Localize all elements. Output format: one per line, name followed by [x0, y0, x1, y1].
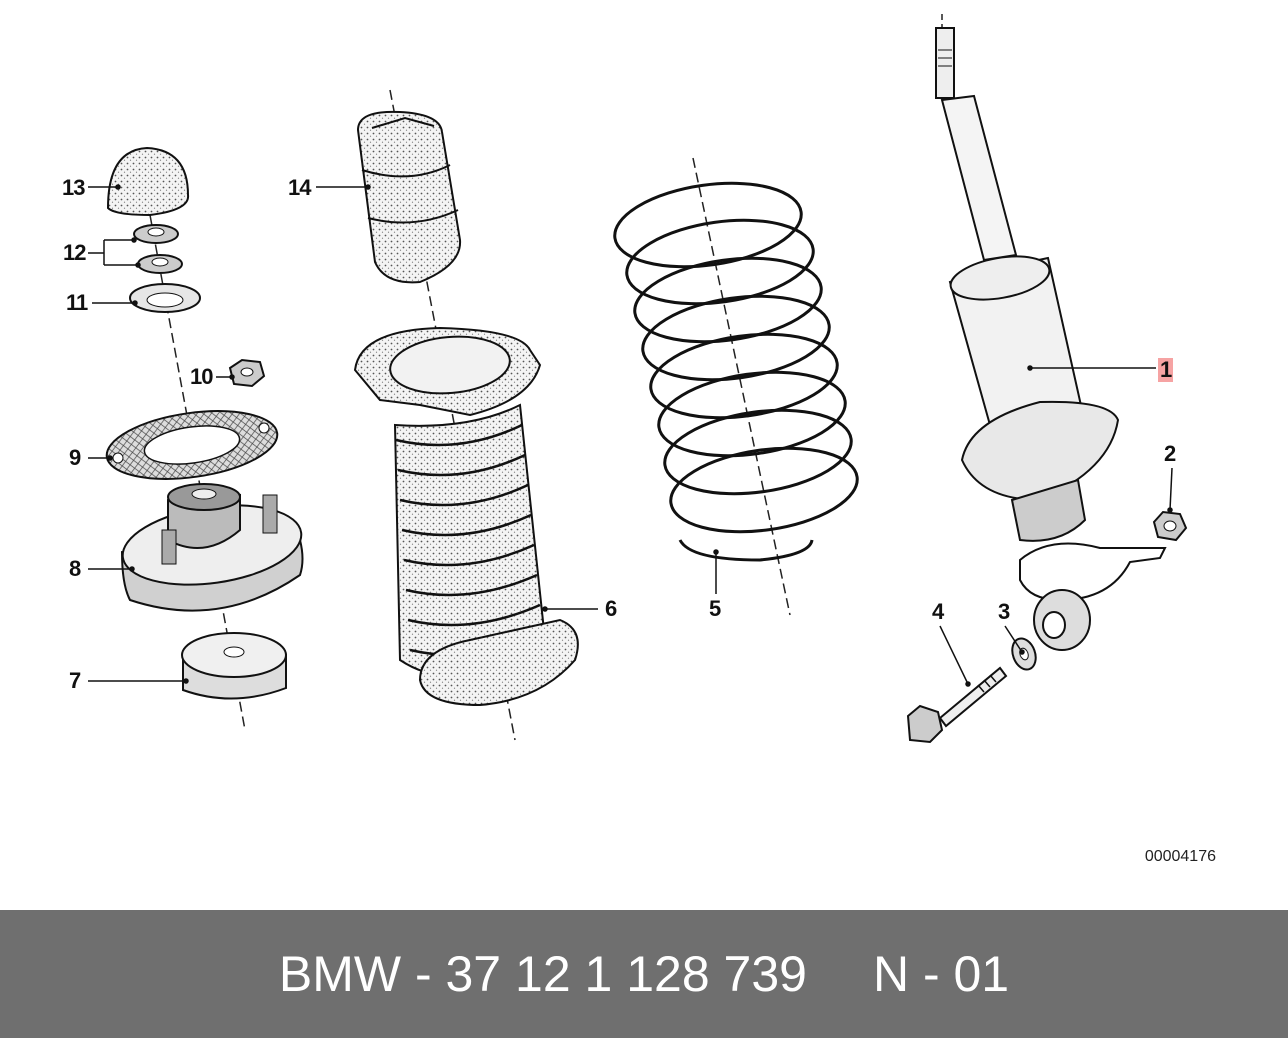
leader-lines	[88, 184, 1173, 687]
part-10-nut	[228, 358, 266, 388]
part-9-gasket	[105, 410, 279, 480]
callout-2[interactable]: 2	[1164, 441, 1176, 466]
part-14-bump-stop	[356, 110, 462, 284]
diagram-position-text: N - 01	[872, 946, 1010, 1002]
diagram-drawing	[88, 14, 1188, 744]
drawing-number: 00004176	[1144, 848, 1216, 865]
part-6-dust-boot	[353, 326, 579, 707]
parts-diagram: 1 2 3 4 5 6 7 8 9 10 11 12 13 14 0000417…	[62, 14, 1216, 865]
part-12-nuts	[133, 224, 183, 274]
part-8-mount	[120, 483, 304, 612]
callout-4[interactable]: 4	[932, 599, 944, 624]
part-7-bushing	[181, 632, 287, 700]
callout-3[interactable]: 3	[998, 599, 1010, 624]
part-11-washer	[129, 283, 201, 313]
part-2-nut	[1152, 510, 1188, 542]
part-1-shock-absorber	[935, 27, 1167, 651]
part-13-dome-cap	[106, 146, 190, 217]
callout-13[interactable]: 13	[62, 175, 86, 200]
callout-5[interactable]: 5	[709, 596, 721, 621]
part-3-washer	[1011, 637, 1037, 671]
callout-9[interactable]: 9	[69, 445, 81, 470]
part-4-bolt	[906, 666, 1008, 744]
part-number-text: BMW - 37 12 1 128 739	[278, 946, 807, 1002]
callout-1[interactable]: 1	[1158, 357, 1174, 382]
callout-8[interactable]: 8	[69, 556, 81, 581]
part-5-coil-spring	[613, 181, 859, 562]
callout-6[interactable]: 6	[605, 596, 617, 621]
footer-bar: BMW - 37 12 1 128 739 N - 01	[0, 910, 1288, 1038]
callout-7[interactable]: 7	[69, 668, 81, 693]
callout-10[interactable]: 10	[190, 364, 214, 389]
callout-14[interactable]: 14	[288, 175, 312, 200]
spring-axis-line	[692, 157, 791, 616]
callout-12[interactable]: 12	[63, 240, 87, 265]
callout-11[interactable]: 11	[66, 290, 88, 315]
